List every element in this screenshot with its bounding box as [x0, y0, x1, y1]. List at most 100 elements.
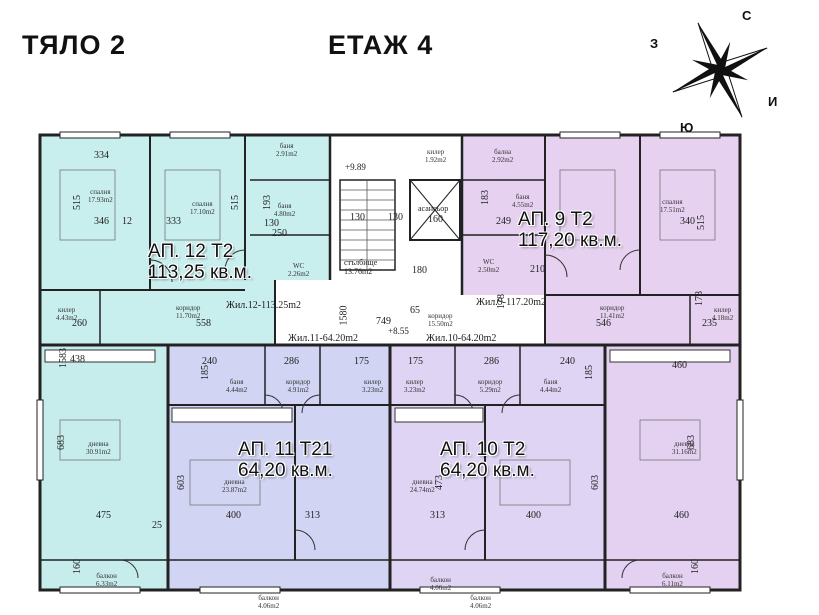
- room-area: 3.23m2: [362, 386, 384, 394]
- room-name: балкон: [430, 576, 451, 584]
- room-name: балкон: [96, 572, 117, 580]
- room-area: 2.91m2: [276, 150, 298, 158]
- dim-160: 160: [428, 214, 443, 225]
- dimension-label: 25: [152, 520, 162, 531]
- room-name: WC: [292, 262, 305, 270]
- apt12-label: АП. 12 Т2 113,25 кв.м.: [148, 241, 252, 284]
- room-area: 11.41m2: [600, 312, 625, 320]
- room-area: 11.70m2: [176, 312, 201, 320]
- room-name: дневна: [224, 478, 245, 486]
- room-name: килер: [405, 378, 424, 386]
- room-area: 23.87m2: [222, 486, 247, 494]
- room-name: баня: [229, 378, 244, 386]
- room-area: 1.92m2: [425, 156, 447, 164]
- dimension-label: 180: [412, 265, 427, 276]
- level-top: +9.89: [345, 162, 366, 172]
- dimension-label: 558: [196, 318, 211, 329]
- room-name: коридор: [286, 378, 311, 386]
- apt9-living-zone: [605, 345, 740, 590]
- dim-749: 749: [376, 316, 391, 327]
- room-name: килер: [426, 148, 445, 156]
- room-name: коридор: [176, 304, 201, 312]
- dimension-label: 65: [410, 305, 420, 316]
- dimension-label: 313: [305, 510, 320, 521]
- dimension-label: 178: [496, 294, 507, 309]
- dimension-label: 313: [430, 510, 445, 521]
- dim-130a: 130: [350, 212, 365, 223]
- room-name: спалня: [662, 198, 683, 206]
- apt10-zone: [390, 345, 605, 590]
- room-area: 4.44m2: [226, 386, 248, 394]
- room-name: баня: [279, 142, 294, 150]
- stair-label-z9: Жил.9-117.20m2: [476, 297, 547, 308]
- apt10-label: АП. 10 Т2 64,20 кв.м.: [440, 439, 535, 482]
- room-area: 31.16m2: [672, 448, 697, 456]
- floor-title: ЕТАЖ 4: [328, 30, 434, 60]
- dimension-label: 185: [584, 365, 595, 380]
- apt12-number: АП. 12 Т2: [148, 241, 234, 262]
- apt10-number: АП. 10 Т2: [440, 439, 526, 460]
- dimension-label: 475: [96, 510, 111, 521]
- room-area: 3.23m2: [404, 386, 426, 394]
- dimension-label: 334: [94, 150, 109, 161]
- room-name: дневна: [674, 440, 695, 448]
- dimension-label: 515: [230, 195, 241, 210]
- dimension-label: 12: [122, 216, 132, 227]
- dimension-label: 183: [480, 190, 491, 205]
- dimension-label: 286: [284, 356, 299, 367]
- compass-north: С: [742, 8, 752, 23]
- room-area: 4.06m2: [470, 602, 492, 610]
- building-title: ТЯЛО 2: [22, 30, 127, 60]
- apt9-number: АП. 9 Т2: [518, 209, 593, 230]
- compass-east: И: [768, 94, 778, 109]
- dimension-label: 515: [696, 215, 707, 230]
- compass-rose: [660, 10, 780, 130]
- compass-star-icon: [672, 22, 768, 118]
- room-area: 17.93m2: [88, 196, 113, 204]
- stair-label-z12: Жил.12-113.25m2: [226, 300, 302, 311]
- dimension-label: 250: [272, 228, 287, 239]
- room-area: 4.06m2: [258, 602, 280, 610]
- apt11-area: 64,20 кв.м.: [238, 459, 333, 481]
- room-area: 4.55m2: [512, 201, 534, 209]
- room-area: 4.91m2: [287, 386, 309, 394]
- dimension-label: 460: [674, 510, 689, 521]
- dimension-label: 175: [354, 356, 369, 367]
- dimension-label: 683: [56, 435, 67, 450]
- dimension-label: 346: [94, 216, 109, 227]
- dimension-label: 160: [72, 559, 83, 574]
- room-area: 6.33m2: [96, 580, 118, 588]
- dimension-label: 286: [484, 356, 499, 367]
- room-name: коридор: [428, 312, 453, 320]
- room-area: 4.18m2: [712, 314, 734, 322]
- room-area: 6.11m2: [662, 580, 683, 588]
- room-name: балкон: [470, 594, 491, 602]
- dimension-label: 210: [530, 264, 545, 275]
- apt11-label: АП. 11 Т21 64,20 кв.м.: [238, 439, 333, 482]
- room-area: 4.43m2: [56, 314, 78, 322]
